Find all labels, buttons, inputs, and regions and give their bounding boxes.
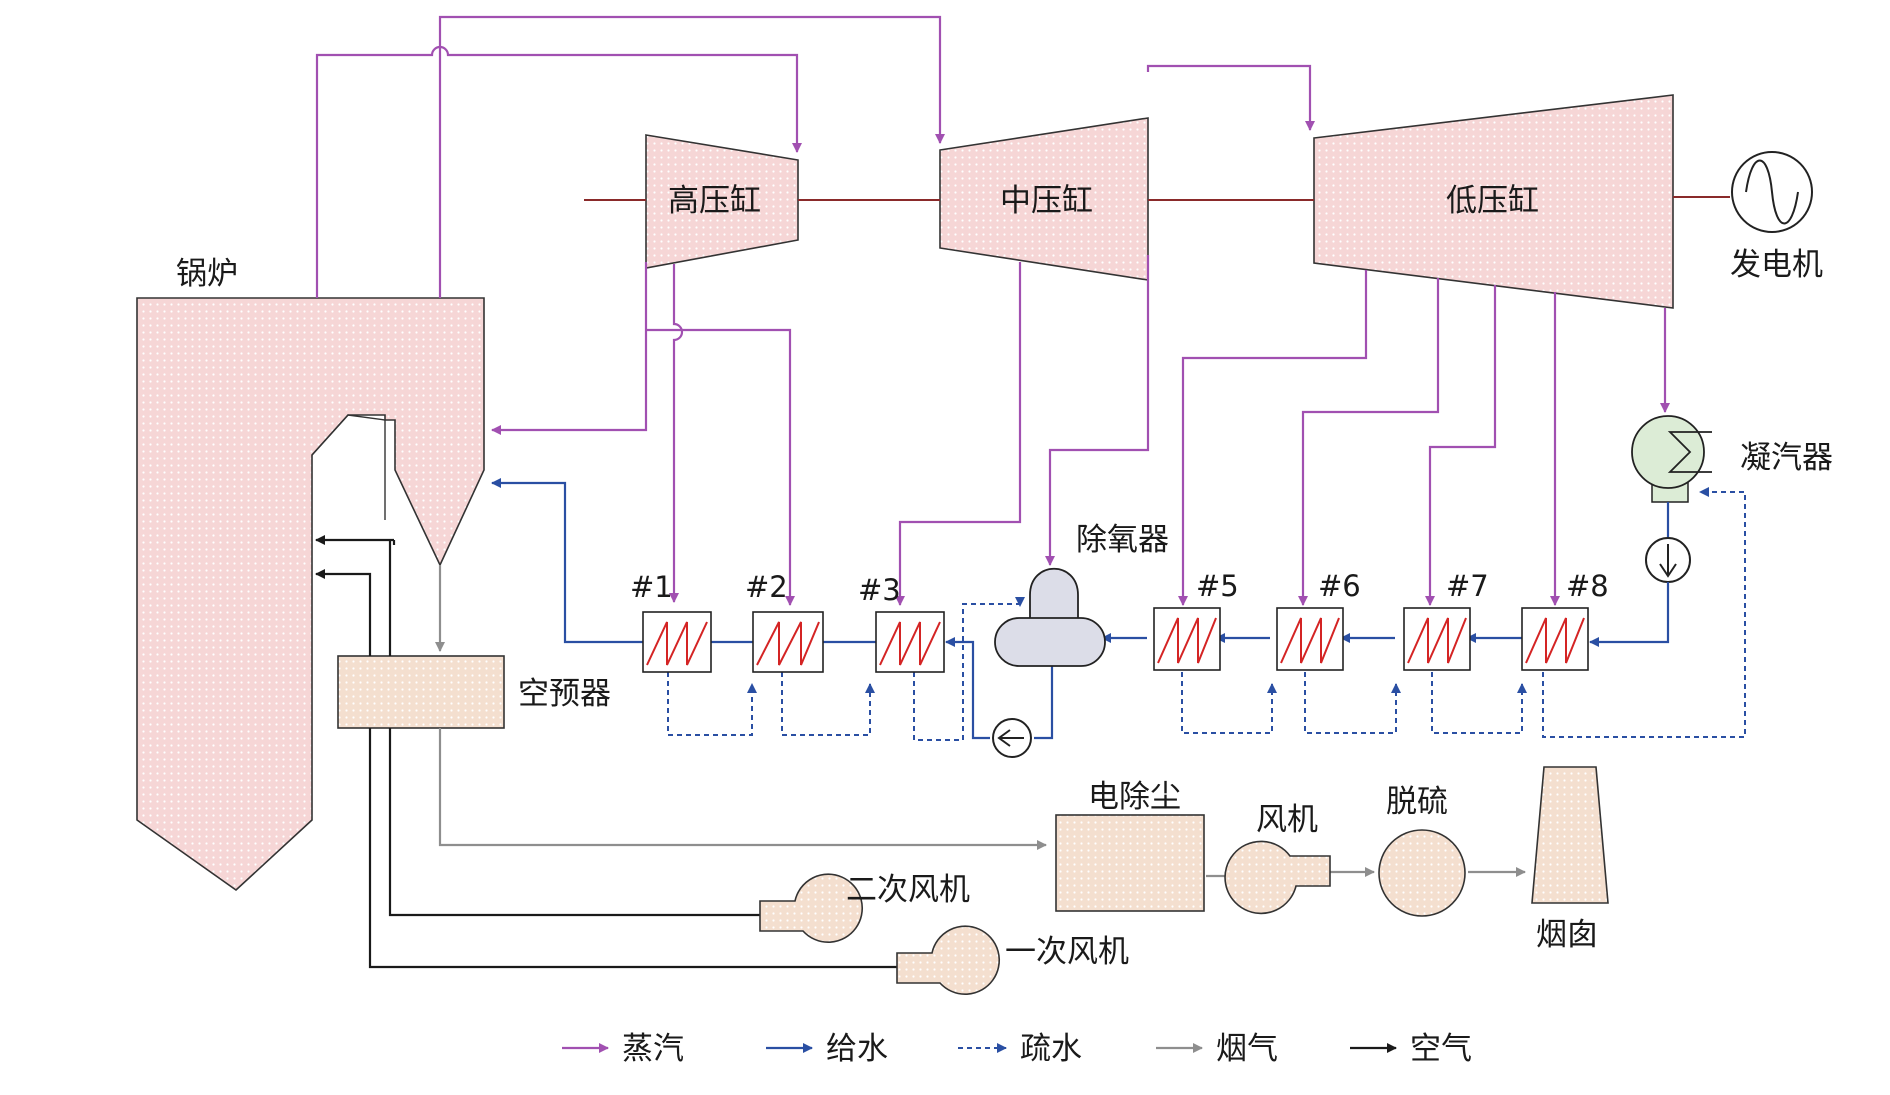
boiler (136, 297, 485, 892)
drain-lines (667, 487, 1746, 741)
generator (1731, 151, 1813, 233)
hp-cylinder-label: 高压缸 (668, 183, 761, 219)
air-preheater (337, 655, 505, 729)
electrostatic-precipitator (1055, 814, 1205, 912)
legend-item-steam: 蒸汽 (562, 1031, 684, 1067)
air-lines (315, 535, 897, 969)
flue-gas-lines (435, 565, 1526, 881)
heater-3-label: #3 (858, 573, 901, 607)
deaerator-label: 除氧器 (1076, 522, 1169, 558)
desulfurization-label: 脱硫 (1386, 784, 1448, 820)
secondary-fan-label: 二次风机 (846, 872, 970, 908)
ip-cylinder-label: 中压缸 (1000, 183, 1093, 219)
heater-5-label: #5 (1196, 569, 1239, 603)
fan-label: 风机 (1256, 802, 1318, 838)
heater-6-label: #6 (1318, 569, 1361, 603)
legend-item-feedwater: 给水 (766, 1031, 888, 1067)
heater-6 (1276, 607, 1344, 671)
legend-steam-label: 蒸汽 (622, 1031, 684, 1067)
chimney (1531, 766, 1609, 904)
legend-item-air: 空气 (1350, 1031, 1472, 1067)
heater-2 (752, 611, 824, 673)
feed-pump (992, 718, 1032, 758)
legend-item-flue-gas: 烟气 (1156, 1031, 1278, 1067)
heater-3 (875, 611, 945, 673)
id-fan (1224, 840, 1331, 915)
legend-item-drain: 疏水 (958, 1031, 1082, 1067)
generator-label: 发电机 (1730, 247, 1823, 283)
legend: 蒸汽 给水 疏水 烟气 空气 (562, 1031, 1472, 1067)
heater-8 (1521, 607, 1589, 671)
heater-7 (1403, 607, 1471, 671)
heater-2-label: #2 (745, 570, 788, 604)
secondary-fan (759, 873, 864, 944)
heater-5 (1153, 607, 1221, 671)
legend-air-label: 空气 (1410, 1031, 1472, 1067)
lp-cylinder (1313, 94, 1674, 309)
condenser (1631, 415, 1712, 503)
primary-fan (896, 925, 1001, 996)
chimney-label: 烟囱 (1536, 917, 1598, 953)
air-preheater-label: 空预器 (518, 676, 611, 712)
heater-7-label: #7 (1446, 569, 1489, 603)
hp-cylinder (645, 134, 799, 269)
legend-flue-gas-label: 烟气 (1216, 1031, 1278, 1067)
heater-1 (642, 611, 712, 673)
heater-1-label: #1 (630, 570, 673, 604)
deaerator (994, 568, 1106, 667)
electrostatic-precipitator-label: 电除尘 (1088, 779, 1181, 815)
legend-drain-label: 疏水 (1020, 1031, 1082, 1067)
arrow-down-icon (1659, 544, 1677, 578)
condensate-pump (1645, 502, 1691, 583)
lp-cylinder-label: 低压缸 (1446, 183, 1539, 219)
feedwater-lines (491, 478, 1670, 740)
heater-8-label: #8 (1566, 569, 1609, 603)
desulfurization (1378, 829, 1466, 917)
steam-lines (315, 15, 1670, 606)
condenser-label: 凝汽器 (1740, 440, 1833, 476)
boiler-label: 锅炉 (176, 256, 238, 292)
arrow-left-icon (997, 729, 1024, 747)
sine-icon (1745, 159, 1799, 225)
legend-feedwater-label: 给水 (826, 1031, 888, 1067)
primary-fan-label: 一次风机 (1005, 934, 1129, 970)
